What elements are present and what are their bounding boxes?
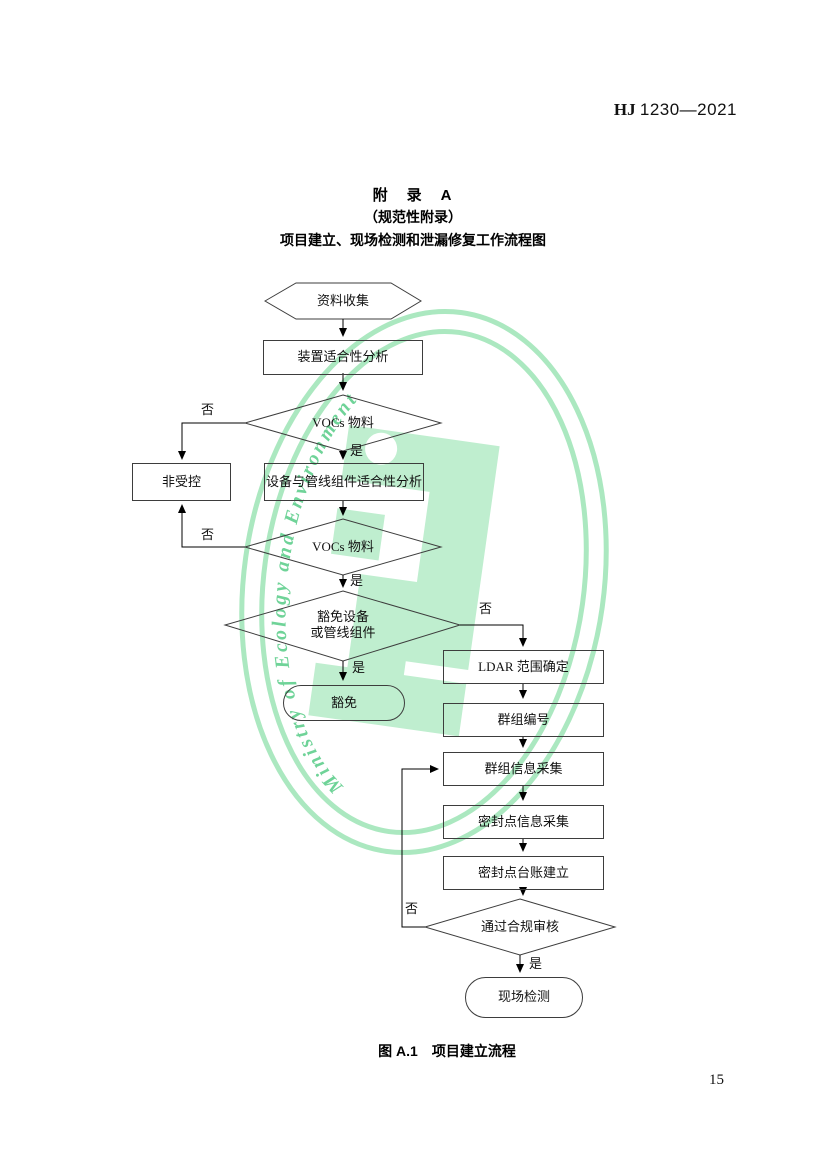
node-seal-point-ledger: 密封点台账建立 (443, 856, 604, 890)
branch-yes-4: 是 (529, 956, 543, 971)
node-exempt-decision-label: 豁免设备 或管线组件 (243, 608, 443, 642)
node-ldar-scope: LDAR 范围确定 (443, 650, 604, 684)
watermark-outer-ring (239, 308, 609, 856)
exempt-decision-line2: 或管线组件 (310, 625, 376, 640)
appendix-title: 附 录 A (372, 187, 454, 204)
node-group-info-collection: 群组信息采集 (443, 752, 604, 786)
node-uncontrolled: 非受控 (132, 463, 231, 501)
appendix-description: 项目建立、现场检测和泄漏修复工作流程图 (280, 232, 546, 248)
watermark-emblem (308, 425, 500, 737)
watermark-inner-ring (259, 328, 589, 836)
branch-yes-1: 是 (350, 443, 364, 458)
node-vocs-material-2-label: VOCs 物料 (312, 539, 374, 554)
branch-no-4: 否 (405, 901, 419, 916)
node-group-number: 群组编号 (443, 703, 604, 737)
figure-caption: 图 A.1 项目建立流程 (378, 1043, 516, 1059)
standard-year-number: 1230—2021 (639, 100, 737, 119)
node-site-detection: 现场检测 (465, 977, 583, 1018)
node-start-label: 资料收集 (316, 293, 369, 308)
branch-yes-3: 是 (352, 660, 366, 675)
appendix-subtitle: （规范性附录） (364, 209, 462, 225)
node-device-suitability: 装置适合性分析 (263, 340, 423, 375)
page-number: 15 (709, 1072, 724, 1088)
node-exempt: 豁免 (283, 685, 405, 721)
branch-no-1: 否 (201, 402, 215, 417)
node-compliance-review-label: 通过合规审核 (480, 919, 559, 934)
branch-no-2: 否 (201, 527, 215, 542)
node-vocs-material-1-label: VOCs 物料 (312, 415, 374, 430)
branch-no-3: 否 (479, 601, 493, 616)
node-equipment-suitability: 设备与管线组件适合性分析 (264, 463, 424, 501)
hexagon-start (264, 282, 422, 320)
exempt-decision-line1: 豁免设备 (316, 609, 369, 624)
watermark-emblem-hole (365, 432, 398, 465)
standard-number-header: HJ 1230—2021 (614, 100, 737, 120)
branch-yes-2: 是 (350, 573, 364, 588)
flowchart-arrows (178, 319, 527, 973)
node-seal-point-info-collection: 密封点信息采集 (443, 805, 604, 839)
standard-code: HJ (613, 100, 636, 119)
